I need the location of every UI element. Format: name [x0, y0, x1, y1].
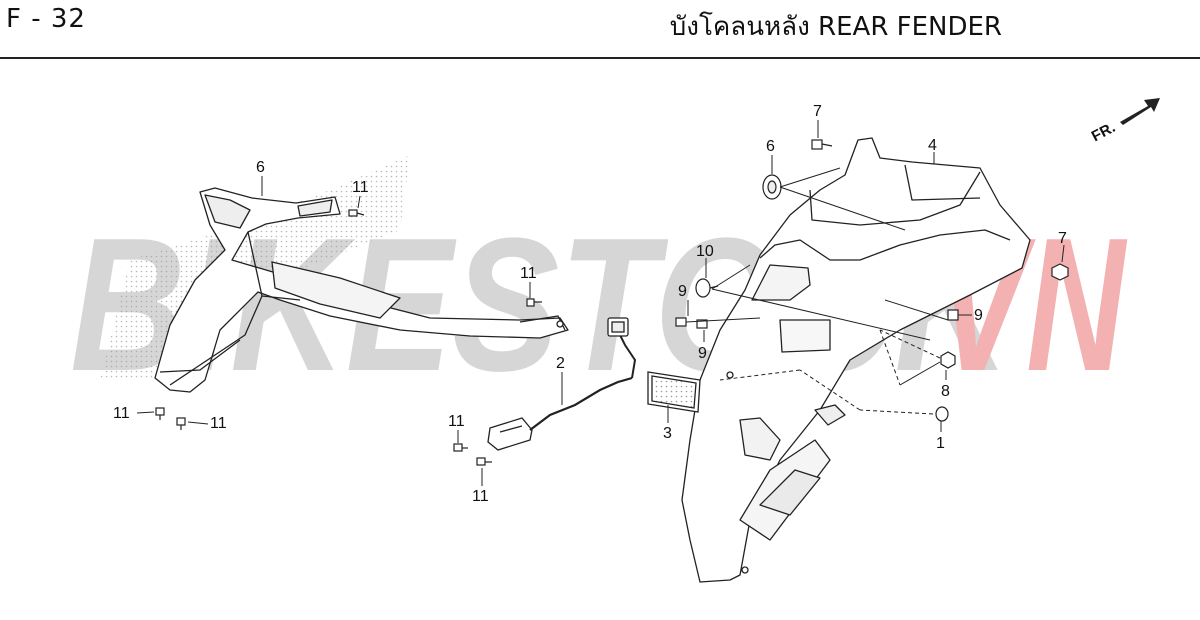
- callout-4: 4: [928, 137, 937, 154]
- callout-5: 6: [256, 159, 265, 176]
- callout-9-b: 9: [698, 345, 707, 362]
- part-2-license-light: [487, 317, 637, 451]
- callout-2: 2: [556, 355, 565, 372]
- clip-9-a: [675, 317, 687, 327]
- callout-7-top: 7: [813, 103, 822, 120]
- callout-8: 8: [941, 383, 950, 400]
- nut-8: [940, 351, 956, 369]
- fastener-group: [155, 139, 1069, 466]
- bolt-7-right: [1051, 263, 1069, 281]
- screw-11-b: [526, 298, 542, 307]
- exploded-parts-diagram: BIKESTOCK VN: [70, 98, 1160, 583]
- leader-lines: [136, 120, 1065, 486]
- screw-11-d: [176, 417, 186, 430]
- grommet-6: [762, 174, 782, 200]
- callout-11-b: 11: [520, 265, 537, 282]
- callout-7-right: 7: [1058, 230, 1067, 247]
- callout-9-a: 9: [678, 283, 687, 300]
- front-arrow-icon: [1120, 98, 1160, 125]
- callout-11-a: 11: [352, 179, 369, 196]
- callout-1: 1: [936, 435, 945, 452]
- page-title: บังโคลนหลัง REAR FENDER: [669, 12, 1002, 42]
- front-label: FR.: [1089, 119, 1118, 145]
- callout-3: 3: [663, 425, 672, 442]
- screw-11-e: [453, 443, 468, 452]
- callout-11-e: 11: [448, 413, 465, 430]
- bolt-10: [695, 278, 719, 298]
- callout-11-c: 11: [113, 405, 130, 422]
- part-4-rear-fender: [681, 137, 1031, 583]
- callout-11-f: 11: [472, 488, 489, 505]
- part-3-reflector: [647, 371, 701, 413]
- front-direction-indicator: FR.: [1089, 98, 1160, 145]
- screw-11-f: [476, 457, 492, 466]
- bolt-7-top: [811, 139, 833, 150]
- callout-11-d: 11: [210, 415, 227, 432]
- header-divider: [0, 57, 1200, 59]
- callout-9-c: 9: [974, 307, 983, 324]
- clip-9-c: [947, 309, 959, 321]
- part-5-cowl: [154, 187, 569, 393]
- collar-1: [935, 406, 949, 422]
- callout-6-label: 6: [766, 138, 775, 155]
- clip-9-b: [696, 319, 708, 329]
- screw-11-a: [348, 209, 365, 217]
- page-code: F - 32: [6, 4, 86, 34]
- callout-10: 10: [696, 243, 714, 260]
- screw-11-c: [155, 407, 165, 420]
- callout-labels: 6 11 11 11 11 11 11 2 3 6 6 7 4 7 10 9 9…: [113, 103, 1067, 505]
